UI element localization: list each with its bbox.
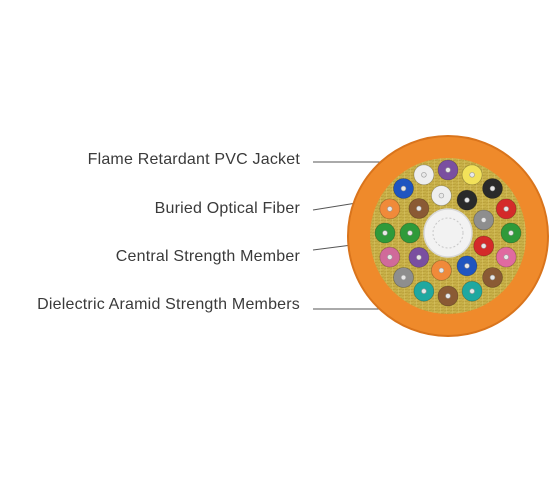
optical-fiber-core xyxy=(387,206,393,212)
optical-fiber-core xyxy=(503,254,509,260)
optical-fiber-core xyxy=(382,230,388,236)
optical-fiber-core xyxy=(469,172,475,178)
optical-fiber-core xyxy=(481,243,487,249)
optical-fiber-core xyxy=(469,288,475,294)
optical-fiber-core xyxy=(421,172,427,178)
optical-fibers-group xyxy=(374,159,522,307)
optical-fiber-core xyxy=(438,192,445,199)
central-strength-member-core xyxy=(432,217,464,249)
optical-fiber-core xyxy=(438,267,445,274)
optical-fiber-core xyxy=(508,230,514,236)
optical-fiber-core xyxy=(503,206,509,212)
optical-fiber-core xyxy=(407,230,413,236)
central-strength-member xyxy=(423,208,473,258)
optical-fiber-core xyxy=(489,274,496,281)
optical-fiber-core xyxy=(416,254,422,261)
label-buried-optical-fiber: Buried Optical Fiber xyxy=(154,200,300,217)
optical-fiber-core xyxy=(445,293,451,299)
optical-fiber-core xyxy=(421,288,427,294)
optical-fiber-core xyxy=(400,185,407,192)
optical-fiber-core xyxy=(445,167,451,173)
optical-fiber-core xyxy=(416,205,422,212)
optical-fiber-core xyxy=(464,197,470,203)
optical-fiber-core xyxy=(400,274,407,281)
optical-fiber-core xyxy=(489,185,496,192)
label-dielectric-aramid-strength-members: Dielectric Aramid Strength Members xyxy=(37,296,300,313)
optical-fiber-core xyxy=(464,263,470,269)
optical-fiber-core xyxy=(387,254,393,260)
label-flame-retardant-pvc-jacket: Flame Retardant PVC Jacket xyxy=(87,151,300,168)
optical-fiber-core xyxy=(481,217,487,223)
label-central-strength-member: Central Strength Member xyxy=(115,248,300,265)
